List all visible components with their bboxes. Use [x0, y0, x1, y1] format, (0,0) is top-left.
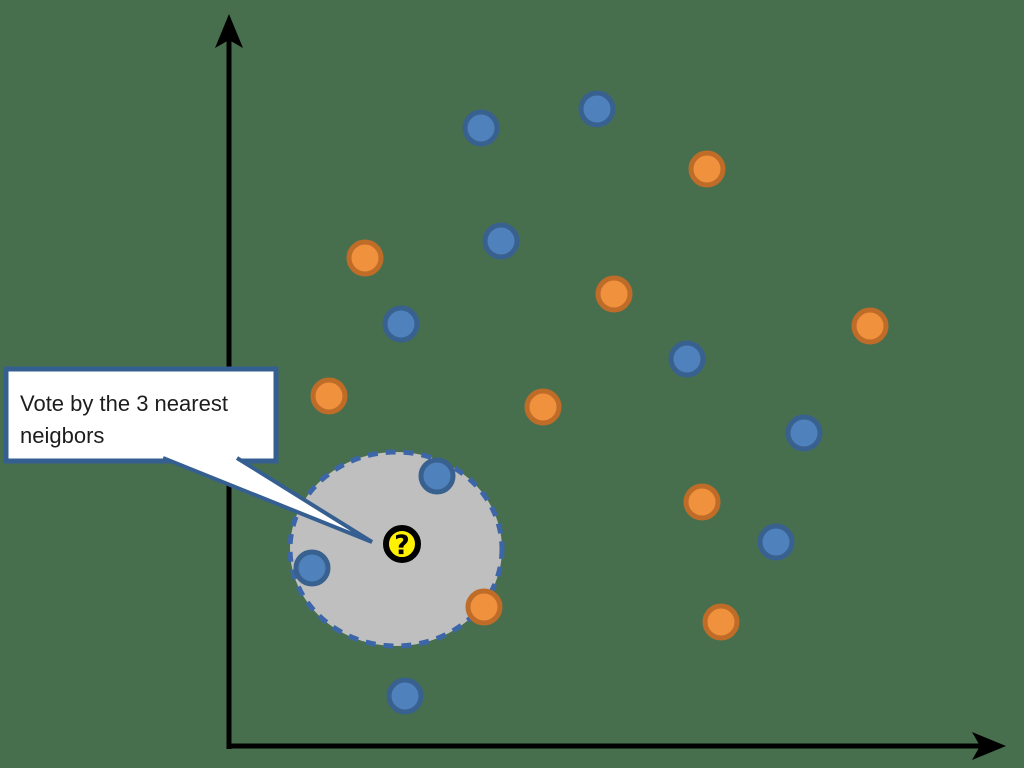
data-point-orange [310, 377, 348, 415]
data-point-blue [293, 549, 331, 587]
question-mark-icon: ? [394, 530, 410, 561]
data-point-blue [462, 109, 500, 147]
callout-box [3, 366, 279, 464]
y-axis-arrow-icon [215, 14, 243, 48]
data-point-blue [668, 340, 706, 378]
data-point-orange [595, 275, 633, 313]
data-point-orange [465, 588, 503, 626]
callout-text: Vote by the 3 nearest neigbors [20, 391, 234, 448]
data-point-orange [851, 307, 889, 345]
data-point-orange [346, 239, 384, 277]
data-point-blue [382, 305, 420, 343]
x-axis-arrow-icon [972, 732, 1006, 760]
data-point-blue [482, 222, 520, 260]
data-point-blue [578, 90, 616, 128]
query-point: ? [383, 525, 421, 563]
callout: Vote by the 3 nearest neigbors [3, 366, 374, 544]
query-point-circle [383, 525, 421, 563]
data-point-orange [524, 388, 562, 426]
data-point-blue [757, 523, 795, 561]
data-point-blue [386, 677, 424, 715]
data-point-orange [702, 603, 740, 641]
data-point-blue [418, 457, 456, 495]
data-point-orange [683, 483, 721, 521]
points-layer [293, 90, 889, 715]
data-point-orange [688, 150, 726, 188]
callout-tail-outline [162, 456, 374, 544]
data-point-blue [785, 414, 823, 452]
